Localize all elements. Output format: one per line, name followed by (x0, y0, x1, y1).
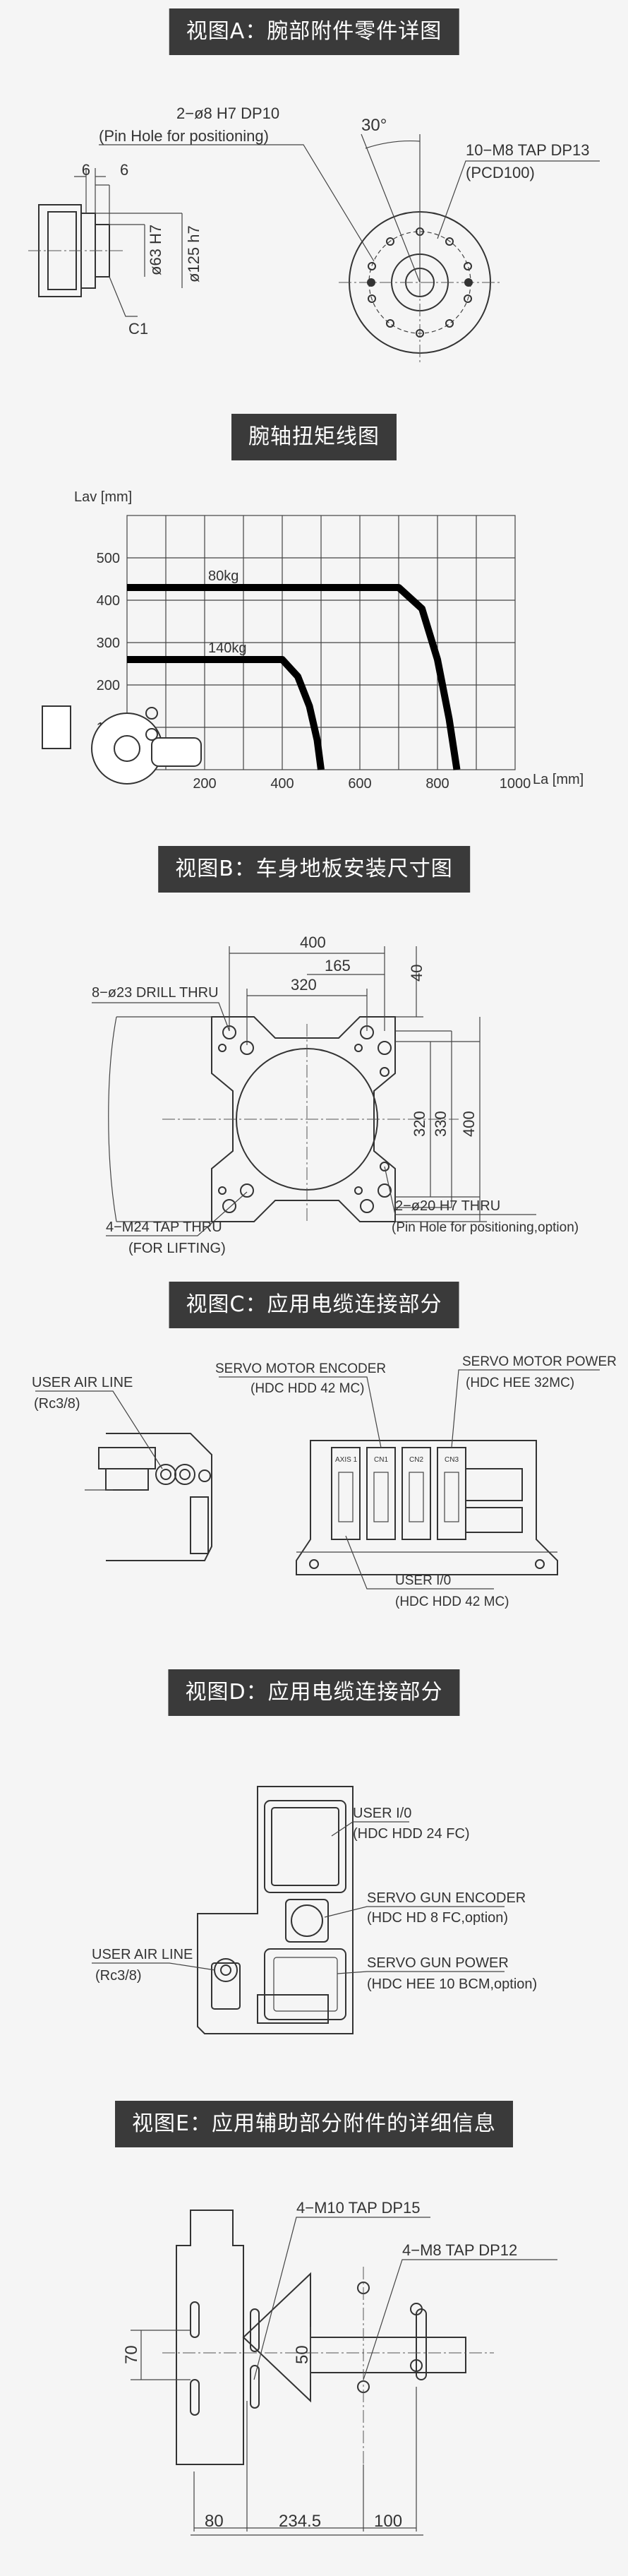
encoder-label: SERVO MOTOR ENCODER (215, 1361, 386, 1376)
section-title-view-b: 视图B：车身地板安装尺寸图 (158, 846, 470, 893)
conn-1-label: AXIS 1 (335, 1456, 358, 1464)
dim-330: 330 (432, 1111, 449, 1137)
section-title-view-a: 视图A：腕部附件零件详图 (169, 8, 459, 55)
chamfer-label: C1 (128, 320, 148, 338)
y-tick-label: 400 (97, 593, 120, 609)
connector-housing (197, 1786, 354, 2034)
tap-lift-label: 4−M24 TAP THRU (106, 1220, 222, 1235)
tap8-label: 4−M8 TAP DP12 (402, 2241, 517, 2259)
io-label: USER I/0 (353, 1806, 411, 1821)
x-tick-label: 1000 (500, 776, 531, 792)
drill-label: 8−ø23 DRILL THRU (92, 985, 219, 1001)
dim-dia-125: ø125 h7 (185, 225, 203, 282)
tap10-label: 4−M10 TAP DP15 (296, 2199, 421, 2217)
cable-connection-d: USER I/0 (HDC HDD 24 FC) SERVO GUN ENCOD… (92, 1786, 537, 2034)
torque-chart: 2004006008001000100200300400500 80kg140k… (42, 489, 584, 792)
series-line-140kg (127, 656, 325, 770)
dim-6-inner: 6 (120, 161, 128, 179)
section-title-view-d: 视图D：应用电缆连接部分 (168, 1669, 460, 1716)
conn-4-label: CN3 (445, 1456, 459, 1464)
io-spec: (HDC HDD 42 MC) (395, 1594, 509, 1609)
air-label: USER AIR LINE (92, 1947, 193, 1962)
x-tick-label: 400 (270, 776, 294, 792)
series-line-80kg (127, 584, 461, 770)
dim-320-side: 320 (411, 1111, 428, 1137)
air-spec: (Rc3/8) (95, 1968, 142, 1984)
io-spec: (HDC HDD 24 FC) (353, 1826, 470, 1842)
pin-label: 2−ø20 H7 THRU (395, 1198, 500, 1214)
x-tick-label: 600 (348, 776, 371, 792)
x-tick-label: 800 (425, 776, 449, 792)
cable-connection-c: USER AIR LINE (Rc3/8) AXIS 1 CN1 CN2 CN3… (32, 1354, 617, 1609)
dim-400-top: 400 (300, 934, 326, 951)
pin-hole-note: (Pin Hole for positioning) (99, 127, 269, 145)
y-tick-label: 500 (97, 551, 120, 566)
tap-label: 10−M8 TAP DP13 (466, 141, 590, 159)
dim-165: 165 (325, 957, 351, 974)
conn-2-label: CN1 (374, 1456, 388, 1464)
gun-pow-spec: (HDC HEE 10 BCM,option) (367, 1976, 537, 1992)
y-tick-label: 300 (97, 636, 120, 651)
power-spec: (HDC HEE 32MC) (466, 1376, 574, 1390)
air-label: USER AIR LINE (32, 1375, 133, 1390)
chart-grid (126, 515, 516, 770)
power-label: SERVO MOTOR POWER (462, 1354, 617, 1369)
base-plate (108, 1016, 459, 1222)
wrist-silhouette (42, 705, 202, 785)
connector-block (331, 1447, 466, 1540)
dim-70: 70 (122, 2345, 141, 2364)
dim-6-outer: 6 (82, 161, 90, 179)
wrist-side-view (28, 168, 183, 317)
x-tick-label: 200 (193, 776, 216, 792)
tap-lift-note: (FOR LIFTING) (128, 1241, 226, 1256)
series-label-80kg: 80kg (208, 568, 238, 584)
chart-ylabel: Lav [mm] (74, 489, 132, 505)
flange-front-view (339, 133, 501, 364)
angle-label: 30° (361, 116, 387, 135)
dim-dia-63: ø63 H7 (147, 225, 164, 275)
gun-enc-spec: (HDC HD 8 FC,option) (367, 1910, 508, 1926)
floor-mount-drawing: 400 165 320 40 320 330 400 8−ø23 DRILL T… (92, 934, 579, 1256)
pcd-label: (PCD100) (466, 164, 535, 181)
wrist-attachment-drawing: 6 6 ø63 H7 ø125 h7 C1 2−ø8 H7 DP10 (Pin … (28, 105, 600, 364)
dim-50: 50 (293, 2345, 312, 2364)
auxiliary-attachment-drawing: 70 50 80 234.5 100 4−M10 TAP DP15 4−M8 T… (122, 2199, 557, 2536)
chart-xlabel: La [mm] (533, 772, 584, 787)
base-side-view (85, 1433, 212, 1561)
series-label-140kg: 140kg (208, 640, 247, 656)
y-tick-label: 200 (97, 678, 120, 693)
section-title-view-c: 视图C：应用电缆连接部分 (169, 1282, 459, 1328)
dim-40: 40 (408, 965, 425, 982)
dim-80: 80 (205, 2512, 224, 2531)
dim-400-side: 400 (460, 1111, 478, 1137)
dim-234: 234.5 (279, 2512, 321, 2531)
encoder-spec: (HDC HDD 42 MC) (250, 1381, 365, 1396)
gun-enc-label: SERVO GUN ENCODER (367, 1890, 526, 1906)
conn-3-label: CN2 (409, 1456, 423, 1464)
gun-pow-label: SERVO GUN POWER (367, 1955, 509, 1971)
dim-320-top: 320 (291, 976, 317, 994)
air-spec: (Rc3/8) (34, 1396, 80, 1412)
io-label: USER I/0 (395, 1573, 451, 1588)
dim-100: 100 (374, 2512, 402, 2531)
section-title-torque: 腕轴扭矩线图 (231, 414, 397, 460)
pin-hole-label: 2−ø8 H7 DP10 (176, 105, 279, 122)
pin-note: (Pin Hole for positioning,option) (392, 1220, 579, 1235)
section-title-view-e: 视图E：应用辅助部分附件的详细信息 (115, 2101, 513, 2147)
